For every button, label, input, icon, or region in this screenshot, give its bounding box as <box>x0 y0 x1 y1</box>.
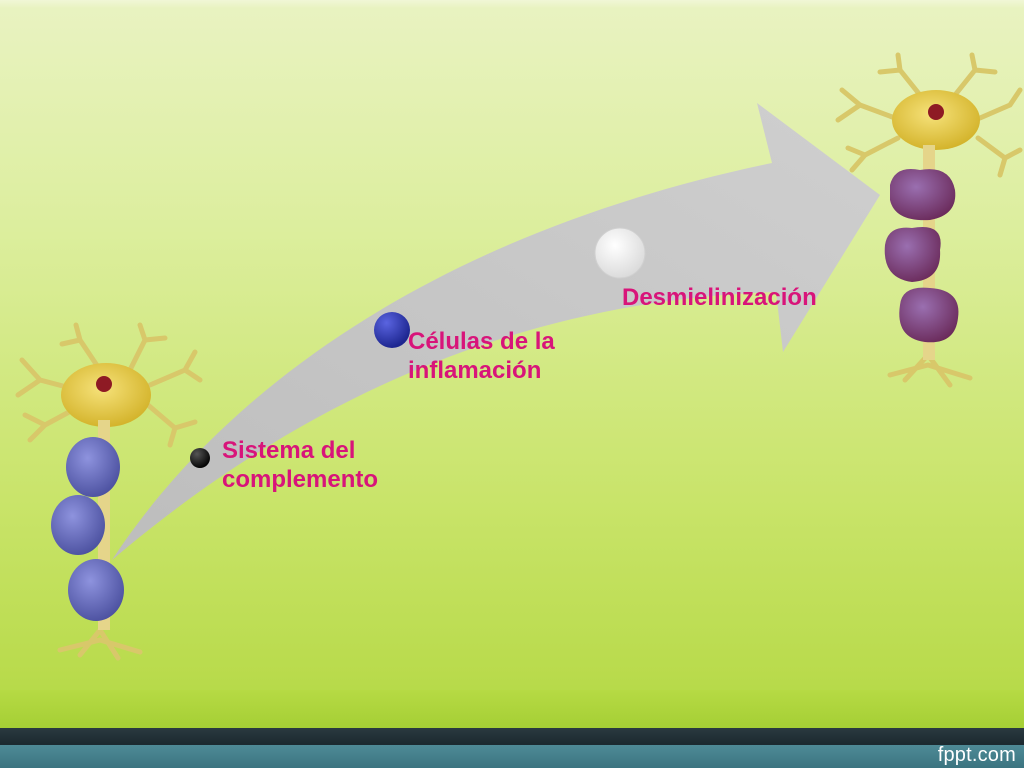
demyelinated-neuron-icon <box>835 52 1023 388</box>
step-label-inflammation: Células de la inflamación <box>408 328 555 384</box>
footer-teal-strip <box>0 745 1024 768</box>
footer-green-band <box>0 690 1024 728</box>
step-label-demyelination: Desmielinización <box>622 284 817 311</box>
step-label-complement: Sistema del complemento <box>222 437 379 493</box>
white-dot-icon <box>594 227 646 279</box>
brand-watermark[interactable]: fppt.com <box>937 744 1016 766</box>
healthy-neuron-icon <box>15 322 203 661</box>
curved-arrow <box>112 103 880 560</box>
black-dot-icon <box>190 448 210 468</box>
blue-dot-icon <box>374 312 410 348</box>
top-highlight <box>0 0 1024 8</box>
